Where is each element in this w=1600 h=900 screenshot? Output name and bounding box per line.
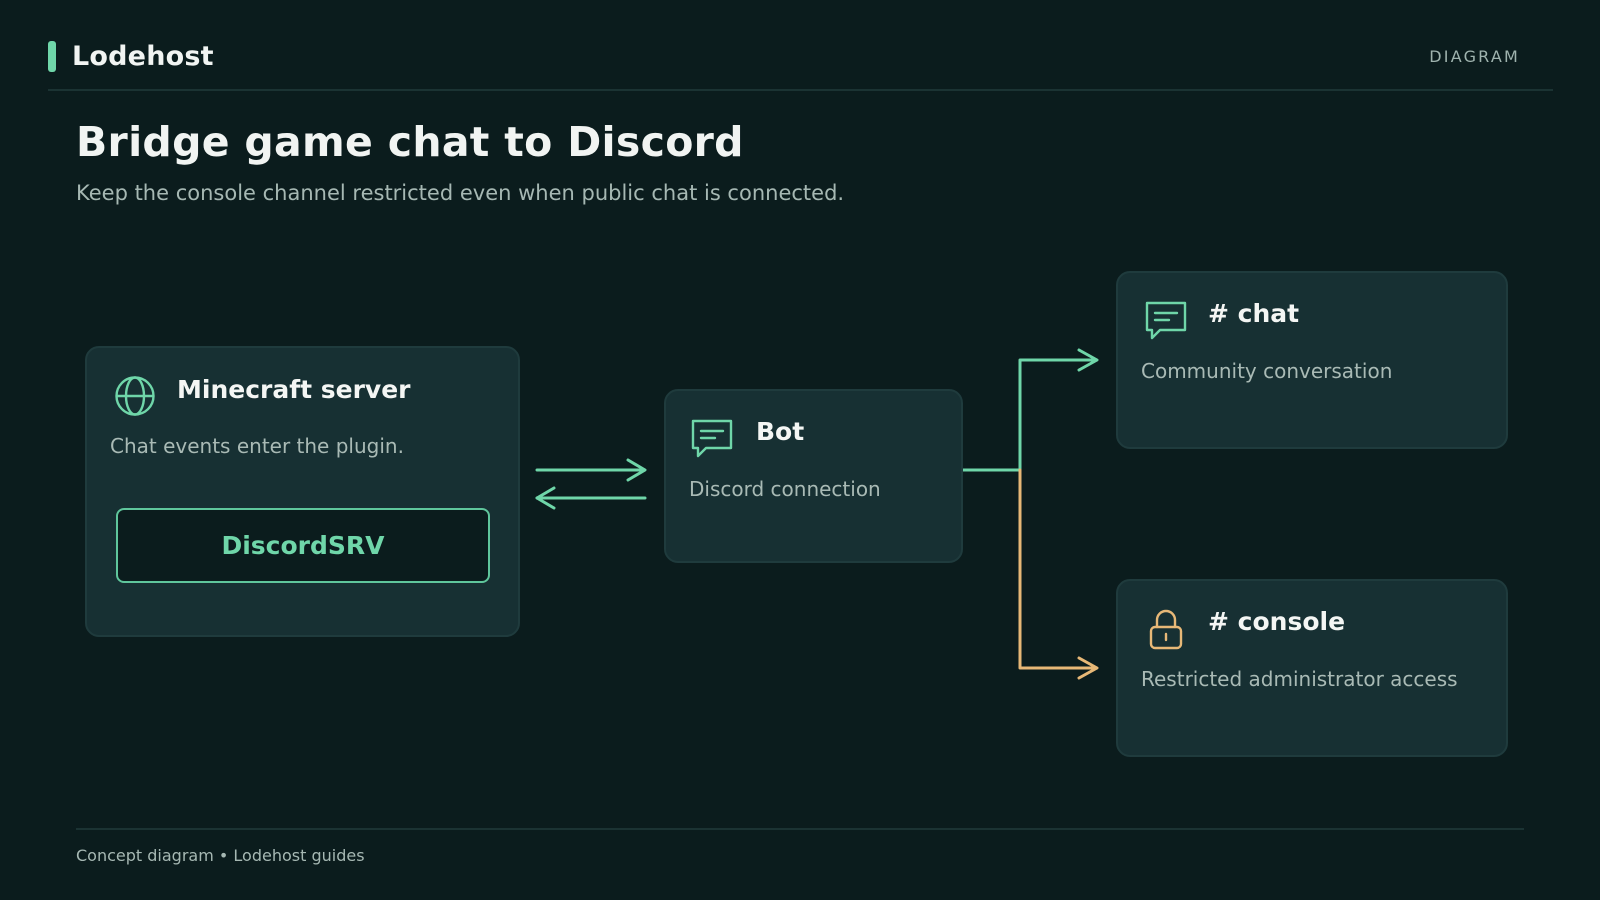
node-title: # chat bbox=[1208, 299, 1300, 328]
plugin-discordsrv: DiscordSRV bbox=[116, 508, 490, 583]
node-console-channel: # console Restricted administrator acces… bbox=[1116, 579, 1508, 757]
brand-name: Lodehost bbox=[72, 40, 214, 72]
page-title: Bridge game chat to Discord bbox=[76, 118, 744, 166]
node-description: Community conversation bbox=[1141, 359, 1393, 383]
node-chat-channel: # chat Community conversation bbox=[1116, 271, 1508, 449]
edge-bot-to-chat bbox=[961, 348, 1099, 472]
edge-server-to-bot bbox=[535, 458, 647, 482]
chat-bubble-icon bbox=[691, 419, 733, 458]
node-bot: Bot Discord connection bbox=[664, 389, 963, 563]
chat-bubble-icon bbox=[1145, 301, 1187, 340]
node-minecraft-server: Minecraft server Chat events enter the p… bbox=[85, 346, 520, 637]
node-description: Discord connection bbox=[689, 477, 881, 501]
footer-divider bbox=[76, 828, 1524, 830]
page-subtitle: Keep the console channel restricted even… bbox=[76, 181, 845, 205]
section-tag: DIAGRAM bbox=[1429, 47, 1520, 66]
node-description: Restricted administrator access bbox=[1141, 667, 1458, 691]
node-description: Chat events enter the plugin. bbox=[110, 434, 404, 458]
brand-mark bbox=[48, 40, 56, 72]
edge-bot-to-server bbox=[535, 486, 647, 510]
node-title: # console bbox=[1208, 607, 1346, 636]
footer-caption: Concept diagram • Lodehost guides bbox=[76, 846, 365, 865]
brand: Lodehost bbox=[48, 40, 214, 72]
globe-icon bbox=[115, 376, 155, 416]
node-title: Bot bbox=[756, 417, 805, 446]
edge-bot-to-console bbox=[1018, 468, 1099, 680]
node-title: Minecraft server bbox=[177, 375, 411, 404]
header-divider bbox=[48, 89, 1553, 91]
lock-icon bbox=[1149, 609, 1183, 650]
